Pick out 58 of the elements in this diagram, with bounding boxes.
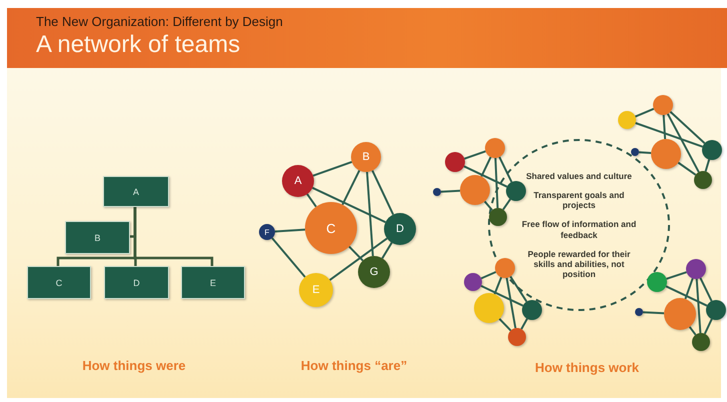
org-box: E — [181, 266, 245, 299]
connector-line — [494, 276, 502, 294]
connector-line — [662, 114, 666, 140]
connector-line — [480, 284, 524, 307]
connector-line — [312, 186, 386, 224]
slide-title: A network of teams — [36, 31, 240, 59]
connector-line — [480, 271, 496, 280]
connector-line — [502, 198, 512, 210]
connector-line — [498, 318, 512, 332]
connector-line — [704, 318, 713, 334]
connector-line — [520, 318, 528, 330]
connector-line — [464, 165, 508, 188]
connector-line — [342, 170, 360, 206]
connector-line — [510, 276, 528, 302]
connector-line — [699, 278, 713, 302]
connector-line — [312, 161, 352, 177]
connector-line — [684, 278, 694, 300]
value-text: Shared values and culture — [525, 170, 633, 181]
connector-line — [634, 108, 654, 118]
connector-line — [348, 246, 364, 262]
org-box: C — [27, 266, 91, 299]
org-box: B — [65, 221, 130, 254]
connector-line — [306, 194, 317, 208]
org-box: A — [103, 176, 169, 207]
connector-line — [480, 156, 492, 177]
connector-line — [274, 228, 306, 232]
connector-line — [329, 238, 388, 281]
connector-line — [366, 172, 374, 256]
connector-line — [372, 170, 394, 215]
value-text: People rewarded for their skills and abilities, not position — [526, 248, 632, 280]
connector-line — [498, 156, 512, 182]
connector-line — [271, 237, 306, 278]
connector-line — [688, 326, 696, 336]
connector-line — [440, 190, 460, 193]
connector-line — [678, 162, 696, 176]
value-text: Transparent goals and projects — [532, 190, 626, 210]
connector-line — [638, 151, 652, 154]
connector-line — [666, 271, 687, 280]
connector-line — [642, 311, 664, 314]
connector-line — [635, 122, 703, 148]
slide-subtitle: The New Organization: Different by Design — [36, 14, 284, 29]
section-caption: How things were — [81, 358, 187, 373]
connector-line — [666, 113, 700, 173]
org-box: D — [104, 266, 169, 299]
section-caption: How things work — [534, 360, 640, 375]
connector-line — [670, 111, 706, 144]
connector-line — [381, 242, 393, 259]
connector-line — [494, 158, 499, 208]
connector-line — [704, 159, 710, 172]
connector-line — [696, 278, 702, 334]
connector-line — [484, 200, 493, 211]
connector-line — [666, 285, 708, 307]
member-circle — [706, 300, 726, 320]
connector-line — [464, 150, 486, 160]
connector-line — [134, 205, 214, 266]
value-text: Free flow of information and feedback — [520, 219, 638, 240]
connector-line — [506, 278, 516, 328]
section-caption: How things “are” — [300, 358, 408, 373]
